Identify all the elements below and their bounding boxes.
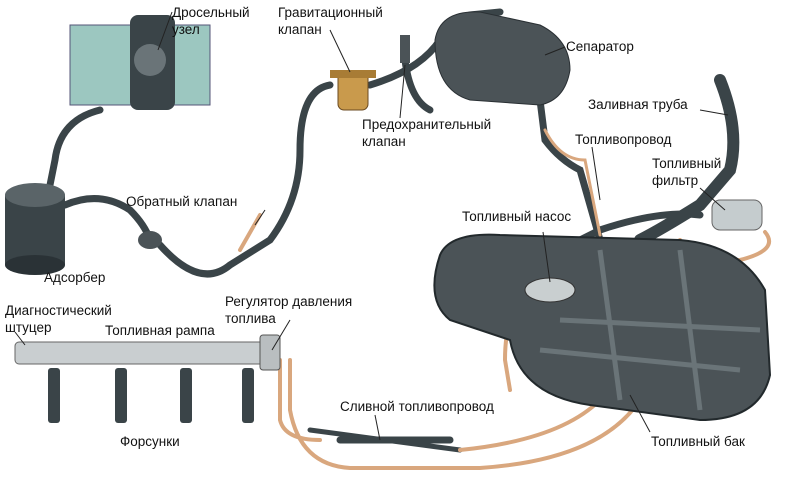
fuel-tank <box>433 233 772 422</box>
fuel-pump <box>524 277 576 303</box>
label-check-valve: Обратный клапан <box>126 194 238 209</box>
injectors <box>48 368 254 423</box>
label-safety-valve: Предохранительный клапан <box>362 117 492 149</box>
leader-lines <box>14 11 729 441</box>
label-fuel-pump: Топливный насос <box>462 209 572 224</box>
pipe-supply <box>288 358 642 470</box>
fuel-rail <box>14 334 281 371</box>
hose-separator-tank <box>536 96 604 244</box>
label-fuel-tank: Топливный бак <box>651 434 745 449</box>
hose-adsorber-valve <box>61 195 154 244</box>
throttle-body <box>69 15 211 110</box>
label-adsorber: Адсорбер <box>44 270 106 285</box>
label-fuel-line: Топливопровод <box>575 132 672 147</box>
label-fuel-filter: Топливный фильтр <box>652 156 722 188</box>
pipe-evap <box>238 213 262 252</box>
label-filler-pipe: Заливная труба <box>588 97 688 112</box>
fuel-filter <box>711 199 763 231</box>
hose-filter-pump <box>556 210 704 254</box>
label-separator: Сепаратор <box>566 39 634 54</box>
label-pressure-regulator: Регулятор давления топлива <box>225 294 353 326</box>
label-fuel-rail: Топливная рампа <box>105 323 215 338</box>
return-hose-2 <box>307 427 463 453</box>
label-return-line: Сливной топливопровод <box>340 399 494 414</box>
safety-valve <box>400 35 410 63</box>
filler-pipe <box>634 74 740 246</box>
label-throttle: Дросельный узел <box>172 5 250 37</box>
pipe-separator <box>543 128 602 237</box>
check-valve <box>138 231 162 249</box>
hoses <box>16 8 740 453</box>
label-injectors: Форсунки <box>120 434 180 449</box>
pipe-regulator-return <box>278 358 322 442</box>
separator <box>434 11 571 106</box>
hose-throttle-adsorber <box>46 106 104 189</box>
hose-safety <box>401 56 434 114</box>
label-diagnostic-fitting: Диагностический штуцер <box>5 303 112 335</box>
label-gravity-valve: Гравитационный клапан <box>278 5 383 37</box>
pressure-regulator <box>259 334 281 371</box>
gravity-valve <box>330 70 376 111</box>
hose-valve-gravity <box>156 81 334 278</box>
adsorber <box>5 183 65 275</box>
pipe-return <box>458 398 602 452</box>
